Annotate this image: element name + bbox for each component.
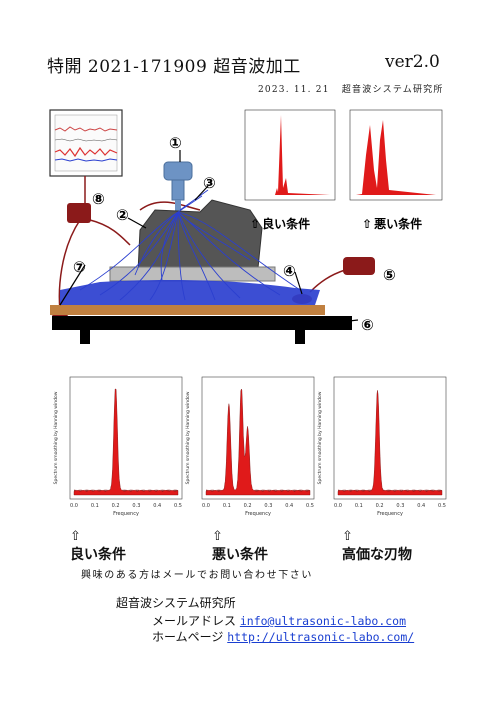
organization: 超音波システム研究所 [341,85,444,95]
x-axis-label: Frequency [245,511,271,517]
inset-bad-label: ⇧悪い条件 [362,216,422,231]
x-tick-label: 0.0 [334,503,342,509]
x-tick-label: 0.5 [438,503,446,509]
bad-conditions-label: ⇧悪い条件 [212,529,268,563]
spectrum-area [73,388,179,496]
ultrasonic-horn [163,161,193,212]
callout-6: ⑥ [361,316,374,334]
homepage-label: ホームページ [152,630,224,644]
x-tick-label: 0.1 [223,503,231,509]
expensive-blade-label: ⇧高価な刃物 [342,529,412,563]
x-tick-label: 0.3 [132,503,140,509]
ultrasonic-propagation-beams [79,189,301,301]
inset-good-label: ⇧良い条件 [250,216,310,231]
email-link[interactable]: info@ultrasonic-labo.com [239,614,407,628]
callout-3: ③ [203,174,216,192]
inset-bad-spectrum [349,109,443,201]
x-tick-label: 0.1 [355,503,363,509]
homepage-line: ホームページ http://ultrasonic-labo.com/ [152,628,414,645]
inset-good-spectrum [244,109,336,201]
x-tick-label: 0.5 [306,503,314,509]
callout-8: ⑧ [92,190,105,208]
callout-2: ② [116,206,129,224]
x-tick-label: 0.2 [244,503,252,509]
inquiry-note: 興味のある方はメールでお問い合わせ下さい [81,570,313,581]
email-line: メールアドレス info@ultrasonic-labo.com [152,612,406,629]
page-title: 特開 2021-171909 超音波加工 [47,57,301,77]
date: 2023. 11. 21 [258,85,330,95]
x-tick-label: 0.4 [153,503,161,509]
email-label: メールアドレス [152,614,237,628]
callout-7: ⑦ [73,258,86,276]
good-conditions-label: ⇧良い条件 [70,529,126,563]
callout-4: ④ [283,262,296,280]
version-label: ver2.0 [385,52,440,72]
plot-frame [69,376,183,500]
x-tick-label: 0.3 [396,503,404,509]
x-tick-label: 0.4 [417,503,425,509]
y-axis-label: Spectrum smoothing by Hanning window [185,391,191,484]
x-tick-label: 0.5 [174,503,182,509]
spectrum-area [205,388,311,496]
y-axis-label: Spectrum smoothing by Hanning window [317,391,323,484]
company-name: 超音波システム研究所 [116,596,236,610]
x-tick-label: 0.0 [70,503,78,509]
x-tick-label: 0.2 [376,503,384,509]
plot-frame [333,376,447,500]
x-tick-label: 0.2 [112,503,120,509]
callout-5: ⑤ [383,266,396,284]
x-axis-label: Frequency [113,511,139,517]
ultrasonic-machining-diagram: ① ② ③ ④ ⑤ ⑥ ⑦ ⑧ ⇧良い条件 ⇧悪い条件 [49,109,443,344]
x-tick-label: 0.3 [264,503,272,509]
oscillator-device [67,203,91,223]
spectrum-area [337,390,443,496]
x-tick-label: 0.4 [285,503,293,509]
y-axis-label: Spectrum smoothing by Hanning window [53,391,59,484]
x-tick-label: 0.1 [91,503,99,509]
x-axis-label: Frequency [377,511,403,517]
callout-numbers: ① ② ③ ④ ⑤ ⑥ ⑦ ⑧ [73,134,396,334]
ultrasonic-generator-device [343,257,375,275]
date-line: 2023. 11. 21 超音波システム研究所 [258,82,444,95]
x-tick-label: 0.0 [202,503,210,509]
monitor-screen [49,109,123,177]
callout-1: ① [169,134,182,152]
plot-frame [201,376,315,500]
homepage-link[interactable]: http://ultrasonic-labo.com/ [227,630,415,644]
